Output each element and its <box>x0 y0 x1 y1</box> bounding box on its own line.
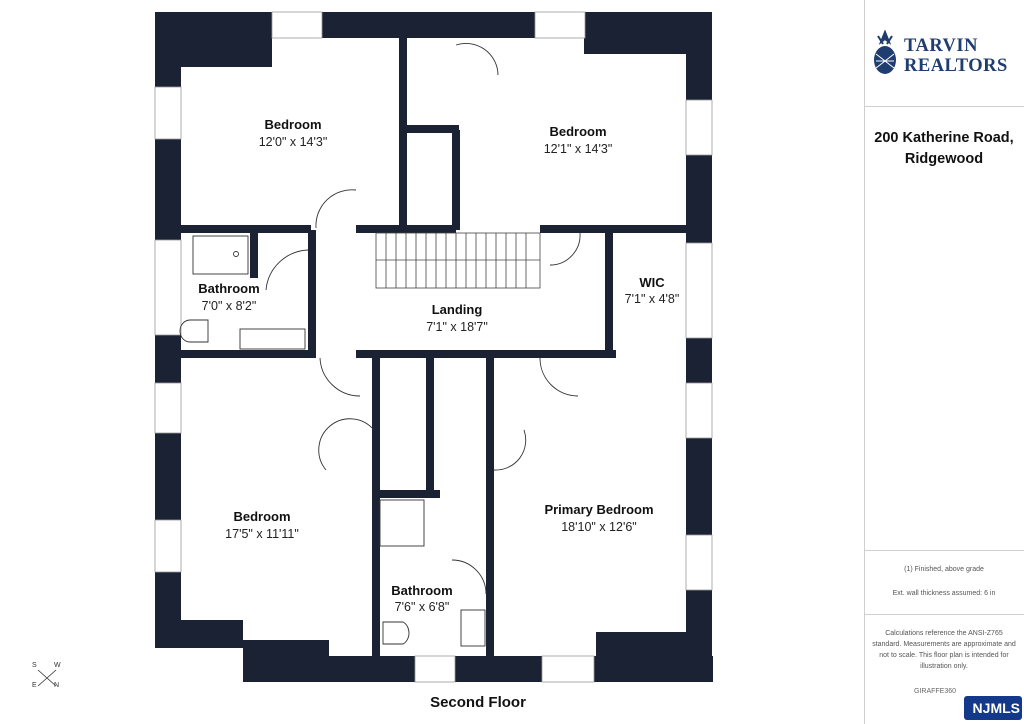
sidebar-divider <box>864 0 865 724</box>
floor-plan: Bedroom 12'0" x 14'3" Bedroom 12'1" x 14… <box>154 11 713 683</box>
compass-icon <box>37 669 57 687</box>
room-name-landing: Landing <box>432 302 483 317</box>
room-dims-primary-bedroom: 18'10" x 12'6" <box>561 520 637 534</box>
compass-e: E <box>32 682 37 689</box>
room-name-wic: WIC <box>639 275 665 290</box>
interior-walls <box>181 38 686 656</box>
address-line2: Ridgewood <box>904 151 984 167</box>
fixtures <box>179 235 486 647</box>
room-dims-landing: 7'1" x 18'7" <box>426 320 488 334</box>
room-dims-bathroom-s: 7'6" x 6'8" <box>395 600 450 614</box>
exterior-walls <box>155 12 713 682</box>
room-name-bathroom-w: Bathroom <box>198 281 259 296</box>
room-name-bathroom-s: Bathroom <box>391 583 452 598</box>
badge-text: NJMLS <box>972 700 1020 716</box>
pineapple-icon <box>874 30 896 74</box>
note-wall-thickness: Ext. wall thickness assumed: 6 in <box>892 590 996 597</box>
note-giraffe: GIRAFFE360 <box>914 688 957 695</box>
windows <box>154 11 713 683</box>
compass-n: N <box>54 682 60 689</box>
compass-s: S <box>32 662 37 669</box>
brand-line2: REALTORS <box>904 56 1008 76</box>
room-dims-wic: 7'1" x 4'8" <box>625 292 680 306</box>
divider <box>864 614 1024 615</box>
room-name-primary-bedroom: Primary Bedroom <box>544 502 653 517</box>
room-name-bedroom-nw: Bedroom <box>264 117 321 132</box>
floor-title: Second Floor <box>430 694 526 711</box>
divider <box>864 106 1024 107</box>
room-dims-bedroom-nw: 12'0" x 14'3" <box>259 135 328 149</box>
room-dims-bathroom-w: 7'0" x 8'2" <box>202 299 257 313</box>
brand-name: TARVIN REALTORS <box>904 36 1008 76</box>
address-line1: 200 Katherine Road, <box>874 130 1014 146</box>
staircase <box>375 232 541 289</box>
compass-w: W <box>54 662 61 669</box>
njmls-badge: NJMLS <box>920 684 1024 724</box>
room-dims-bedroom-ne: 12'1" x 14'3" <box>544 142 613 156</box>
brand-logo: TARVIN REALTORS <box>868 30 1024 86</box>
badge-box <box>964 696 1022 720</box>
note-finished: (1) Finished, above grade <box>904 566 984 573</box>
note-disclaimer: Calculations reference the ANSI-Z765 sta… <box>872 630 1016 670</box>
info-sidebar: TARVIN REALTORS 200 Katherine Road, Ridg… <box>864 0 1024 724</box>
property-address: 200 Katherine Road, Ridgewood <box>864 128 1024 170</box>
brand-line1: TARVIN <box>904 36 978 56</box>
room-dims-bedroom-sw: 17'5" x 11'11" <box>225 527 299 541</box>
doors <box>265 42 581 595</box>
compass-rose: S W E N <box>28 660 68 696</box>
room-name-bedroom-sw: Bedroom <box>233 509 290 524</box>
divider <box>864 550 1024 551</box>
room-name-bedroom-ne: Bedroom <box>549 124 606 139</box>
